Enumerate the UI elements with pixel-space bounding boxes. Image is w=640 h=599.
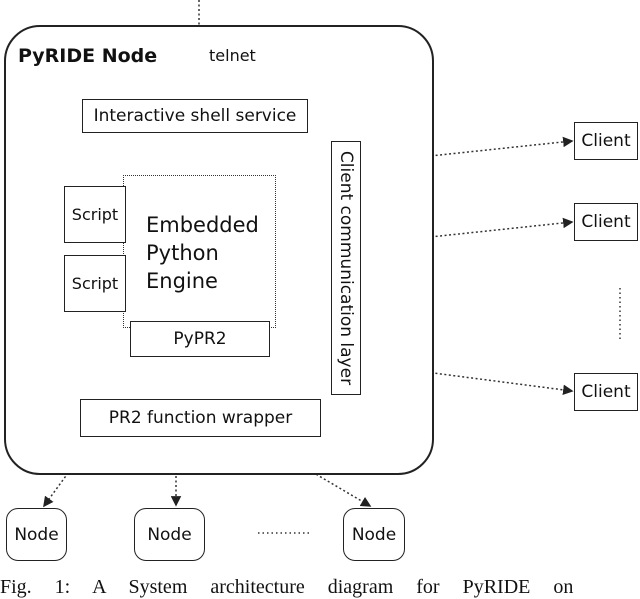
client-communication-layer-box: Client communication layer bbox=[331, 141, 361, 395]
client-box-2: Client bbox=[574, 203, 638, 241]
script-box-1: Script bbox=[64, 186, 126, 243]
pr2-function-wrapper-box: PR2 function wrapper bbox=[80, 399, 321, 437]
node-box-2: Node bbox=[134, 508, 205, 561]
engine-label-line2: Python bbox=[146, 241, 219, 265]
client-box-1: Client bbox=[574, 122, 638, 160]
interactive-shell-service-box: Interactive shell service bbox=[82, 99, 308, 133]
comm-client1-arrow bbox=[362, 136, 574, 168]
figure-caption: Fig. 1: A System architecture diagram fo… bbox=[0, 576, 574, 598]
node-title: PyRIDE Node bbox=[18, 45, 158, 67]
pypr2-box: PyPR2 bbox=[130, 321, 270, 357]
node-box-1: Node bbox=[6, 508, 67, 561]
engine-label: Embedded Python Engine bbox=[146, 211, 259, 295]
telnet-label: telnet bbox=[209, 46, 256, 65]
node-box-3: Node bbox=[343, 508, 405, 561]
engine-label-line3: Engine bbox=[146, 269, 218, 293]
comm-client2-arrow bbox=[362, 217, 574, 249]
client-box-3: Client bbox=[574, 373, 638, 411]
client-communication-layer-label: Client communication layer bbox=[336, 150, 356, 386]
engine-label-line1: Embedded bbox=[146, 213, 259, 237]
script-box-2: Script bbox=[64, 255, 126, 312]
comm-client3-arrow bbox=[362, 359, 574, 396]
